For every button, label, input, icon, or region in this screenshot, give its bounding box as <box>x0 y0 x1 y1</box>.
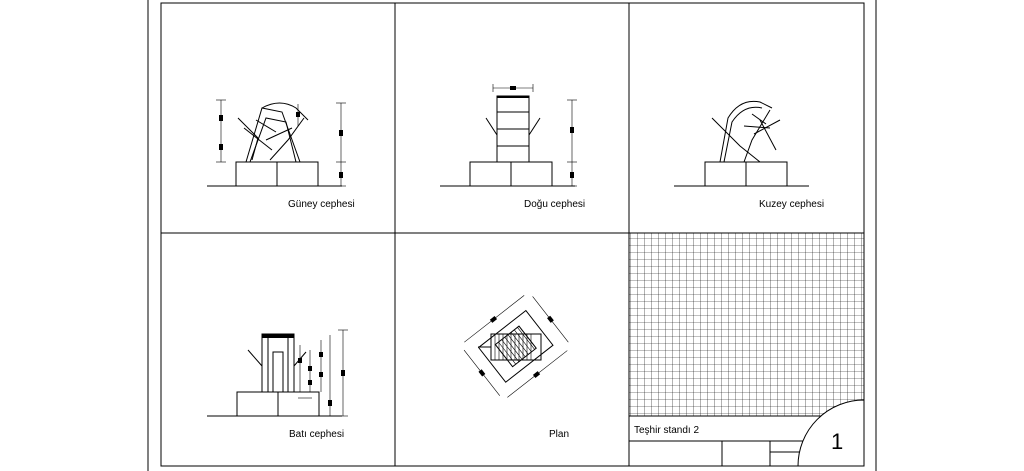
dimension-lines <box>492 84 577 187</box>
sculpture-frame <box>237 102 309 163</box>
sculpture-frame <box>711 100 781 163</box>
panel-plan: Plan <box>463 295 569 440</box>
plan-panel <box>490 333 542 361</box>
panel-caption: Güney cephesi <box>288 199 355 210</box>
panel-dogu: Doğu cephesi <box>440 84 585 210</box>
sheet-number-arc <box>797 399 865 467</box>
panel-bati: Batı cephesi <box>207 329 348 440</box>
panel-caption: Kuzey cephesi <box>759 199 824 210</box>
sheet-number: 1 <box>831 429 843 454</box>
plan-view <box>463 295 569 398</box>
panel-guney: Güney cephesi <box>207 99 355 210</box>
dimension-lines <box>298 329 348 417</box>
hatch-grid <box>629 233 864 416</box>
panel-caption: Batı cephesi <box>289 429 344 440</box>
project-name: Teşhir standı 2 <box>634 425 699 436</box>
sculpture-frame <box>247 333 307 393</box>
panel-hatch <box>629 233 864 416</box>
panel-caption: Plan <box>549 429 569 440</box>
title-block: Teşhir standı 2 1 <box>629 399 865 467</box>
dimension-lines <box>216 99 346 187</box>
panel-caption: Doğu cephesi <box>524 199 585 210</box>
panel-kuzey: Kuzey cephesi <box>674 100 824 210</box>
sculpture-frame <box>485 95 541 163</box>
